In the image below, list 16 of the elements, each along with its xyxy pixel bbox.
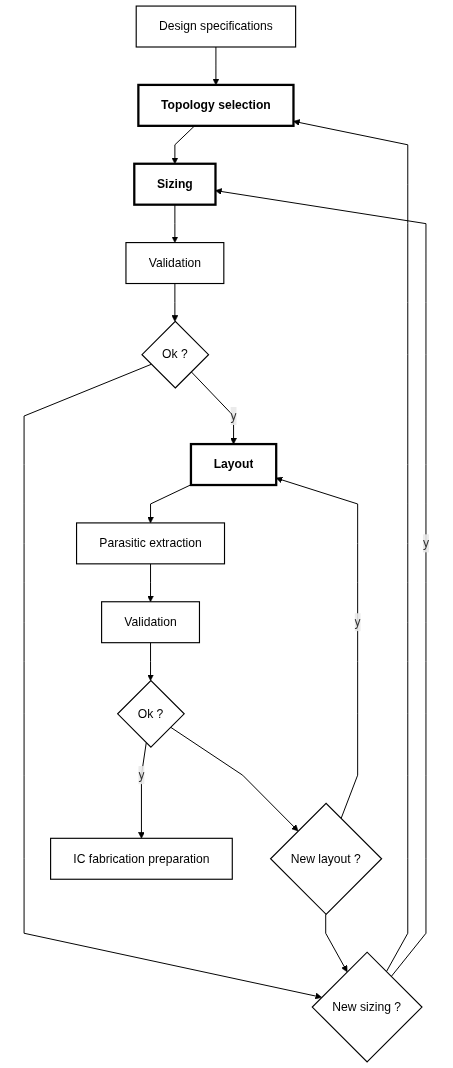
edge-label: y <box>230 409 237 423</box>
edge-label: y <box>138 768 145 782</box>
edge-label: y <box>354 615 361 629</box>
edge-label: y <box>422 536 429 550</box>
node-box: Design specifications <box>135 5 297 48</box>
node-box: Parasitic extraction <box>75 522 226 565</box>
node-box: Layout <box>189 442 278 487</box>
node-box: Sizing <box>133 162 217 206</box>
node-diamond: New sizing ? <box>311 951 423 1063</box>
node-diamond: Ok ? <box>116 679 185 748</box>
node-box: Topology selection <box>137 83 295 127</box>
node-box: Validation <box>125 242 225 285</box>
node-box: IC fabrication preparation <box>50 837 233 880</box>
node-diamond: New layout ? <box>269 802 383 916</box>
node-diamond: Ok ? <box>141 320 210 389</box>
node-box: Validation <box>101 601 200 644</box>
